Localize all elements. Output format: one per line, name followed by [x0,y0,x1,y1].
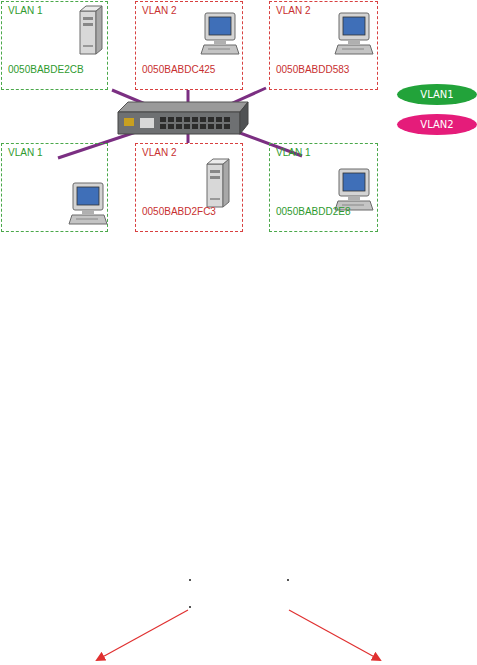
vlan-host-box: VLAN 1 0050BABDE2CB [1,1,108,90]
vlan-host-box: VLAN 2 0050BABDD583 [269,1,378,90]
legend-swatch: VLAN1 [397,84,477,105]
computer-icon [335,169,373,210]
legend-text: VLAN2 [420,119,453,130]
mac-address: 0050BABDE2CB [8,64,84,75]
vlan-label: VLAN 1 [8,5,42,16]
server-icon [80,6,102,54]
mac-address: 0050BABDD583 [276,64,349,75]
mac-address: 0050BABDD2E8 [276,206,351,217]
vlan-host-box: VLAN 2 0050BABD2FC3 [135,143,243,232]
computer-icon [335,13,373,54]
legend-text: VLAN1 [420,89,453,100]
server-icon [207,159,229,207]
mac-address: 0050BABD2FC3 [142,206,216,217]
vlan-label: VLAN 2 [276,5,310,16]
vlan-host-box: VLAN 1 [1,143,108,232]
vlan-label: VLAN 1 [276,147,310,158]
mac-address: 0050BABDC425 [142,64,215,75]
vlan-host-box: VLAN 1 0050BABDD2E8 [269,143,378,232]
network-cable [58,88,302,158]
vlan-label: VLAN 2 [142,147,176,158]
switch [118,102,248,134]
dot [189,579,289,608]
red-arrow [97,610,380,660]
legend-swatch: VLAN2 [397,114,477,135]
computer-icon [69,183,107,224]
vlan-host-box: VLAN 2 0050BABDC425 [135,1,243,90]
vlan-label: VLAN 1 [8,147,42,158]
computer-icon [201,13,239,54]
vlan-label: VLAN 2 [142,5,176,16]
